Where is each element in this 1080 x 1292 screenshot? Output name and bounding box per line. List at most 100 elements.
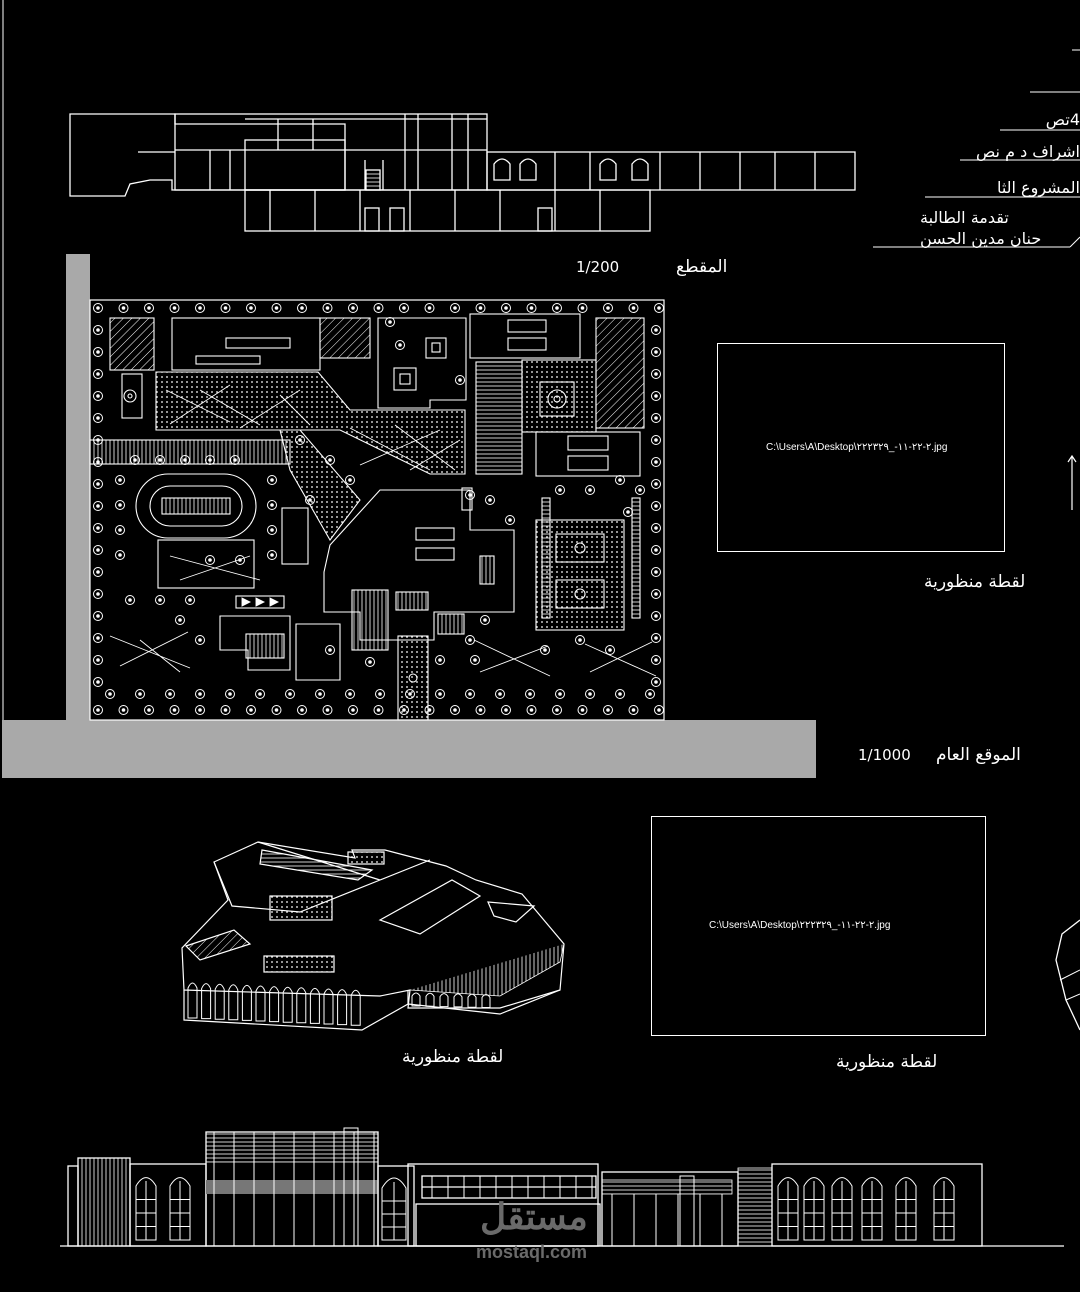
tree-symbol <box>93 705 103 715</box>
tree-symbol <box>651 523 661 533</box>
tree-symbol <box>93 567 103 577</box>
site-plan-title: الموقع العام <box>936 745 1021 765</box>
tree-symbol <box>165 689 175 699</box>
arch-window <box>411 992 421 1007</box>
site-boundary-strip-bottom <box>2 720 816 778</box>
tree-symbol <box>450 303 460 313</box>
tree-symbol <box>267 475 277 485</box>
title-block-lines <box>873 49 1080 248</box>
elevation-windows <box>135 1127 955 1247</box>
tree-symbol <box>105 689 115 699</box>
tree-symbol <box>480 615 490 625</box>
tree-symbol <box>93 369 103 379</box>
tree-symbol <box>385 317 395 327</box>
tree-symbol <box>93 325 103 335</box>
tree-symbol <box>651 589 661 599</box>
tree-symbol <box>505 515 515 525</box>
tree-symbol <box>297 705 307 715</box>
arched-window <box>895 1177 917 1241</box>
watermark-url: mostaql.com <box>476 1242 588 1262</box>
tree-symbol <box>623 507 633 517</box>
tree-symbol <box>225 689 235 699</box>
arch-window <box>350 989 361 1026</box>
tree-symbol <box>615 475 625 485</box>
site-plan <box>2 254 816 778</box>
tower-element <box>343 1127 359 1247</box>
tree-symbol <box>555 689 565 699</box>
tree-symbol <box>220 303 231 313</box>
tree-symbol <box>450 705 460 715</box>
tree-symbol <box>246 705 256 715</box>
tree-symbol <box>93 655 103 665</box>
tree-symbol <box>195 705 205 715</box>
tree-symbol <box>526 705 537 715</box>
site-plan-scale: 1/1000 <box>858 746 911 764</box>
tree-symbol <box>435 655 445 665</box>
tree-symbol <box>271 303 282 313</box>
tree-symbol <box>169 303 180 313</box>
tree-symbol <box>267 525 277 535</box>
partial-perspective-right <box>1055 919 1080 1031</box>
tree-symbol <box>485 495 495 505</box>
tree-symbol <box>93 545 103 555</box>
tree-symbol <box>654 705 664 715</box>
tree-symbol <box>628 303 639 313</box>
tree-symbol <box>651 611 661 621</box>
tree-symbol <box>93 633 103 643</box>
tree-symbol <box>577 303 588 313</box>
tree-symbol <box>628 705 639 715</box>
tree-symbol <box>651 545 661 555</box>
tree-symbol <box>267 500 277 510</box>
tree-symbol <box>205 555 215 565</box>
tree-symbol <box>585 689 595 699</box>
tree-symbol <box>115 550 125 560</box>
arch-window <box>309 987 320 1024</box>
arch-window <box>481 994 491 1008</box>
perspective-caption-2: لقطة منظورية <box>402 1047 504 1067</box>
tree-symbol <box>322 705 333 715</box>
tree-symbol <box>118 303 129 313</box>
tree-symbol <box>651 325 661 335</box>
elevation-drawing <box>60 1131 1064 1247</box>
tree-symbol <box>220 705 231 715</box>
student-name: حنان مدين الحسن <box>920 229 1042 248</box>
perspective-image-frame-2: C:\Users\A\Desktop\٢-٢٢-١١-_٢٢٢٣٢٩.jpg <box>651 816 986 1036</box>
arch-window <box>282 986 293 1023</box>
tree-symbol <box>373 303 384 313</box>
tree-symbol <box>435 689 445 699</box>
tree-symbol <box>348 303 358 313</box>
tree-symbol <box>345 475 355 485</box>
section-title: المقطع <box>676 257 728 277</box>
tree-symbol <box>475 303 486 313</box>
tree-symbol <box>365 657 375 667</box>
tree-symbol <box>297 303 307 313</box>
tree-symbol <box>470 655 480 665</box>
tree-symbol <box>93 347 103 357</box>
tree-symbol <box>651 479 661 489</box>
tree-symbol <box>175 615 185 625</box>
tree-symbol <box>285 689 295 699</box>
arch-window <box>241 984 252 1021</box>
tree-symbol <box>651 391 661 401</box>
tree-symbol <box>651 435 661 445</box>
tree-symbol <box>399 303 409 313</box>
tree-symbol <box>654 303 664 313</box>
tree-symbol <box>455 375 465 385</box>
tree-symbol <box>118 705 129 715</box>
image-path-2: C:\Users\A\Desktop\٢-٢٢-١١-_٢٢٢٣٢٩.jpg <box>709 920 891 931</box>
tree-symbol <box>651 677 661 687</box>
tree-symbol <box>185 595 195 605</box>
tree-symbol <box>155 595 165 605</box>
tree-symbol <box>125 595 135 605</box>
tree-symbol <box>169 705 180 715</box>
tree-symbol <box>93 479 103 489</box>
tree-symbol <box>375 689 385 699</box>
site-boundary-strip-left <box>66 254 90 720</box>
tree-symbol <box>651 567 661 577</box>
tree-symbol <box>93 523 103 533</box>
tree-symbol <box>395 340 405 350</box>
tree-symbol <box>144 705 154 715</box>
site-plan-border <box>89 299 665 721</box>
tree-symbol <box>645 689 655 699</box>
tree-symbol <box>195 635 205 645</box>
